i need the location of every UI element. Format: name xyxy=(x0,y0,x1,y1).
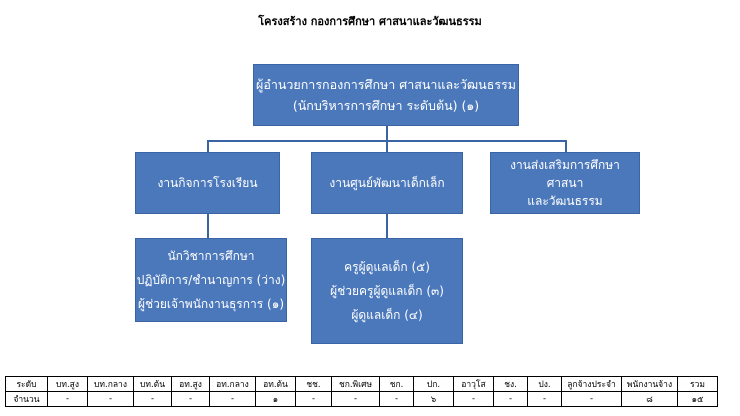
table-cell: - xyxy=(171,391,210,407)
table-cell: - xyxy=(561,391,622,407)
division-label: งานศูนย์พัฒนาเด็กเล็ก xyxy=(329,175,445,190)
sub-unit-line-1: ครูผู้ดูแลเด็ก (๕) xyxy=(344,260,430,274)
staff-summary-table: ระดับบท.สูงบท.กลางบท.ต้นอท.สูงอท.กลางอท.… xyxy=(5,376,718,407)
sub-unit-line-1: นักวิชาการศึกษา xyxy=(167,249,255,263)
sub-unit-line-2: ผู้ช่วยครูผู้ดูแลเด็ก (๓) xyxy=(330,284,444,298)
table-header-cell: ลูกจ้างประจำ xyxy=(561,376,622,392)
table-cell: ๑๕ xyxy=(677,391,718,407)
table-header-cell: ชช. xyxy=(295,376,332,392)
table-cell: - xyxy=(295,391,332,407)
table-header-cell: พนักงานจ้าง xyxy=(621,376,678,392)
connector-division-2 xyxy=(386,140,388,152)
table-header-cell: อท.ต้น xyxy=(255,376,296,392)
table-cell: - xyxy=(379,391,414,407)
table-header-cell: ชก. xyxy=(379,376,414,392)
table-cell: - xyxy=(87,391,134,407)
table-header-cell: บท.สูง xyxy=(47,376,88,392)
director-box: ผู้อำนวยการกองการศึกษา ศาสนาและวัฒนธรรม … xyxy=(253,64,519,126)
division-label: งานกิจการโรงเรียน xyxy=(157,175,258,190)
table-header-cell: ปง. xyxy=(527,376,562,392)
table-header-cell: ระดับ xyxy=(5,376,48,392)
table-cell: - xyxy=(493,391,528,407)
table-cell: ๖ xyxy=(413,391,454,407)
table-header-cell: บท.กลาง xyxy=(87,376,134,392)
director-subtitle: (นักบริหารการศึกษา ระดับต้น) (๑) xyxy=(292,98,480,113)
table-cell: - xyxy=(47,391,88,407)
table-header-cell: รวม xyxy=(677,376,718,392)
division-label-line-1: งานส่งเสริมการศึกษา ศาสนา xyxy=(510,158,620,190)
table-cell: จำนวน xyxy=(5,391,48,407)
table-header-cell: อท.กลาง xyxy=(209,376,256,392)
table-cell: ๘ xyxy=(621,391,678,407)
table-header-cell: บท.ต้น xyxy=(133,376,172,392)
director-title: ผู้อำนวยการกองการศึกษา ศาสนาและวัฒนธรรม xyxy=(256,76,516,92)
table-cell: - xyxy=(453,391,494,407)
connector-division-1 xyxy=(207,140,209,152)
division-box-childcare: งานศูนย์พัฒนาเด็กเล็ก xyxy=(311,152,463,214)
table-header-cell: ปก. xyxy=(413,376,454,392)
page-title: โครงสร้าง กองการศึกษา ศาสนาและวัฒนธรรม xyxy=(258,15,482,28)
division-box-promotion: งานส่งเสริมการศึกษา ศาสนา และวัฒนธรรม xyxy=(490,152,640,214)
sub-unit-line-3: ผู้ดูแลเด็ก (๔) xyxy=(351,308,423,322)
table-header-row: ระดับบท.สูงบท.กลางบท.ต้นอท.สูงอท.กลางอท.… xyxy=(5,376,718,392)
table-row: จำนวน-----๑---๖----๘๑๕ xyxy=(5,391,718,407)
table-cell: - xyxy=(331,391,380,407)
table-header-cell: อาวุโส xyxy=(453,376,494,392)
table-cell: - xyxy=(133,391,172,407)
table-header-cell: ชก.พิเศษ xyxy=(331,376,380,392)
division-box-school: งานกิจการโรงเรียน xyxy=(135,152,280,214)
table-header-cell: ชง. xyxy=(493,376,528,392)
connector-sub-2 xyxy=(386,214,388,238)
sub-unit-box-childcare: ครูผู้ดูแลเด็ก (๕) ผู้ช่วยครูผู้ดูแลเด็ก… xyxy=(311,238,463,344)
table-cell: - xyxy=(527,391,562,407)
sub-unit-line-2: ปฏิบัติการ/ชำนาญการ (ว่าง) xyxy=(136,273,286,287)
table-cell: ๑ xyxy=(255,391,296,407)
sub-unit-box-school: นักวิชาการศึกษา ปฏิบัติการ/ชำนาญการ (ว่า… xyxy=(135,238,287,322)
connector-director-down xyxy=(386,126,388,141)
connector-division-3 xyxy=(565,140,567,152)
connector-sub-1 xyxy=(207,214,209,238)
table-header-cell: อท.สูง xyxy=(171,376,210,392)
division-label-line-2: และวัฒนธรรม xyxy=(527,194,603,208)
sub-unit-line-3: ผู้ช่วยเจ้าพนักงานธุรการ (๑) xyxy=(137,297,284,311)
table-cell: - xyxy=(209,391,256,407)
